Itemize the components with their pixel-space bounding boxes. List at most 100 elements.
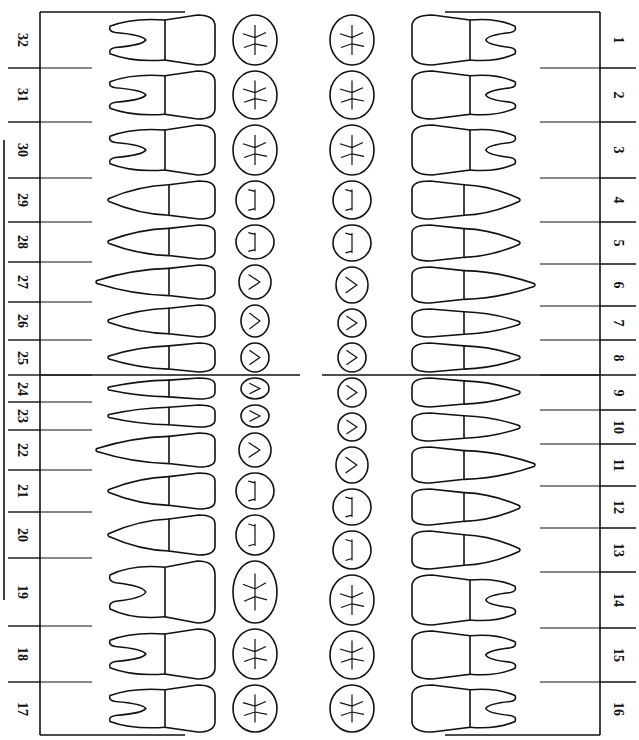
fissure-line: [248, 190, 255, 211]
tooth-crown: [169, 405, 215, 427]
leader-line: [40, 261, 92, 262]
tooth-root: [470, 129, 515, 170]
tooth-crown: [169, 343, 215, 372]
cell-divider: [600, 339, 636, 340]
tooth-number: 10: [611, 420, 625, 434]
tooth-number: 5: [611, 240, 625, 247]
cell-divider: [600, 263, 636, 264]
cell-divider: [600, 305, 636, 306]
fissure-line: [346, 277, 357, 293]
tooth-root: [464, 185, 520, 215]
leader-line: [40, 121, 92, 122]
leader-line: [40, 625, 92, 626]
leader-line: [540, 681, 600, 682]
tooth-root: [108, 228, 169, 255]
tooth-number: 7: [611, 320, 625, 327]
tooth-root: [110, 633, 165, 674]
tooth-number: 27: [15, 275, 29, 289]
leader-line: [540, 409, 600, 410]
occlusal-view: [236, 181, 274, 219]
cell-divider: [8, 401, 40, 402]
tooth-crown: [412, 309, 464, 337]
occlusal-view: [333, 531, 371, 569]
tooth-number: 21: [15, 484, 29, 498]
tooth-root: [464, 229, 520, 258]
cell-divider: [600, 485, 636, 486]
leader-line: [40, 401, 92, 402]
occlusal-view: [330, 71, 374, 119]
leader-line: [540, 374, 600, 375]
fissure-line: [340, 641, 364, 670]
fissure-line: [243, 25, 267, 55]
occlusal-view: [233, 15, 277, 65]
tooth-number: 17: [15, 702, 29, 716]
cell-divider: [600, 627, 636, 628]
tooth-crown: [412, 181, 464, 219]
leader-line: [40, 339, 92, 340]
occlusal-view: [241, 343, 269, 372]
tooth-crown: [412, 489, 464, 525]
fissure-line: [243, 135, 267, 165]
fissure-line: [249, 313, 260, 329]
leader-line: [540, 527, 600, 528]
cell-divider: [8, 339, 40, 340]
occlusal-view: [330, 15, 374, 65]
frame-line: [445, 11, 600, 12]
tooth-root: [110, 75, 165, 114]
tooth-number: 2: [611, 92, 625, 99]
midline: [322, 374, 600, 376]
tooth-crown: [412, 447, 464, 483]
tooth-root: [470, 19, 515, 60]
tooth-root: [108, 477, 169, 506]
cell-divider: [8, 261, 40, 262]
tooth-number: 4: [611, 197, 625, 204]
occlusal-view: [236, 473, 274, 509]
tooth-number: 24: [15, 382, 29, 396]
leader-line: [540, 177, 600, 178]
fissure-line: [249, 350, 260, 365]
occlusal-view: [330, 125, 374, 175]
fissure-line: [243, 639, 267, 669]
tooth-number: 16: [611, 702, 625, 716]
fissure-line: [248, 233, 255, 252]
tooth-number: 32: [15, 33, 29, 47]
fissure-line: [340, 585, 364, 615]
fissure-line: [249, 442, 260, 457]
occlusal-view: [338, 413, 366, 441]
leader-line: [540, 627, 600, 628]
fissure-line: [249, 383, 260, 394]
tooth-root: [110, 689, 165, 728]
tooth-root: [108, 407, 169, 425]
tooth-number: 12: [611, 500, 625, 514]
tooth-crown: [412, 225, 464, 261]
cell-divider: [600, 121, 636, 122]
leader-line: [540, 305, 600, 306]
tooth-root: [110, 19, 165, 60]
tooth-crown: [412, 531, 464, 569]
tooth-number: 29: [15, 193, 29, 207]
tooth-crown: [412, 413, 464, 441]
cell-divider: [8, 557, 40, 558]
tooth-crown: [169, 378, 215, 399]
occlusal-view: [333, 181, 371, 219]
fissure-line: [249, 411, 260, 422]
midline: [40, 374, 300, 376]
cell-divider: [600, 221, 636, 222]
fissure-line: [346, 385, 357, 400]
leader-line: [40, 67, 92, 68]
tooth-root: [464, 416, 520, 438]
occlusal-view: [333, 225, 371, 261]
fissure-line: [345, 190, 352, 211]
cell-divider: [600, 571, 636, 572]
cell-divider: [8, 625, 40, 626]
occlusal-view: [233, 71, 277, 119]
occlusal-view: [239, 433, 271, 467]
occlusal-view: [330, 575, 374, 625]
tooth-number: 9: [611, 389, 625, 396]
tooth-crown: [165, 125, 215, 175]
leader-line: [540, 485, 600, 486]
fissure-line: [345, 497, 352, 517]
occlusal-view: [330, 631, 374, 679]
tooth-root: [470, 579, 515, 620]
leader-line: [540, 443, 600, 444]
